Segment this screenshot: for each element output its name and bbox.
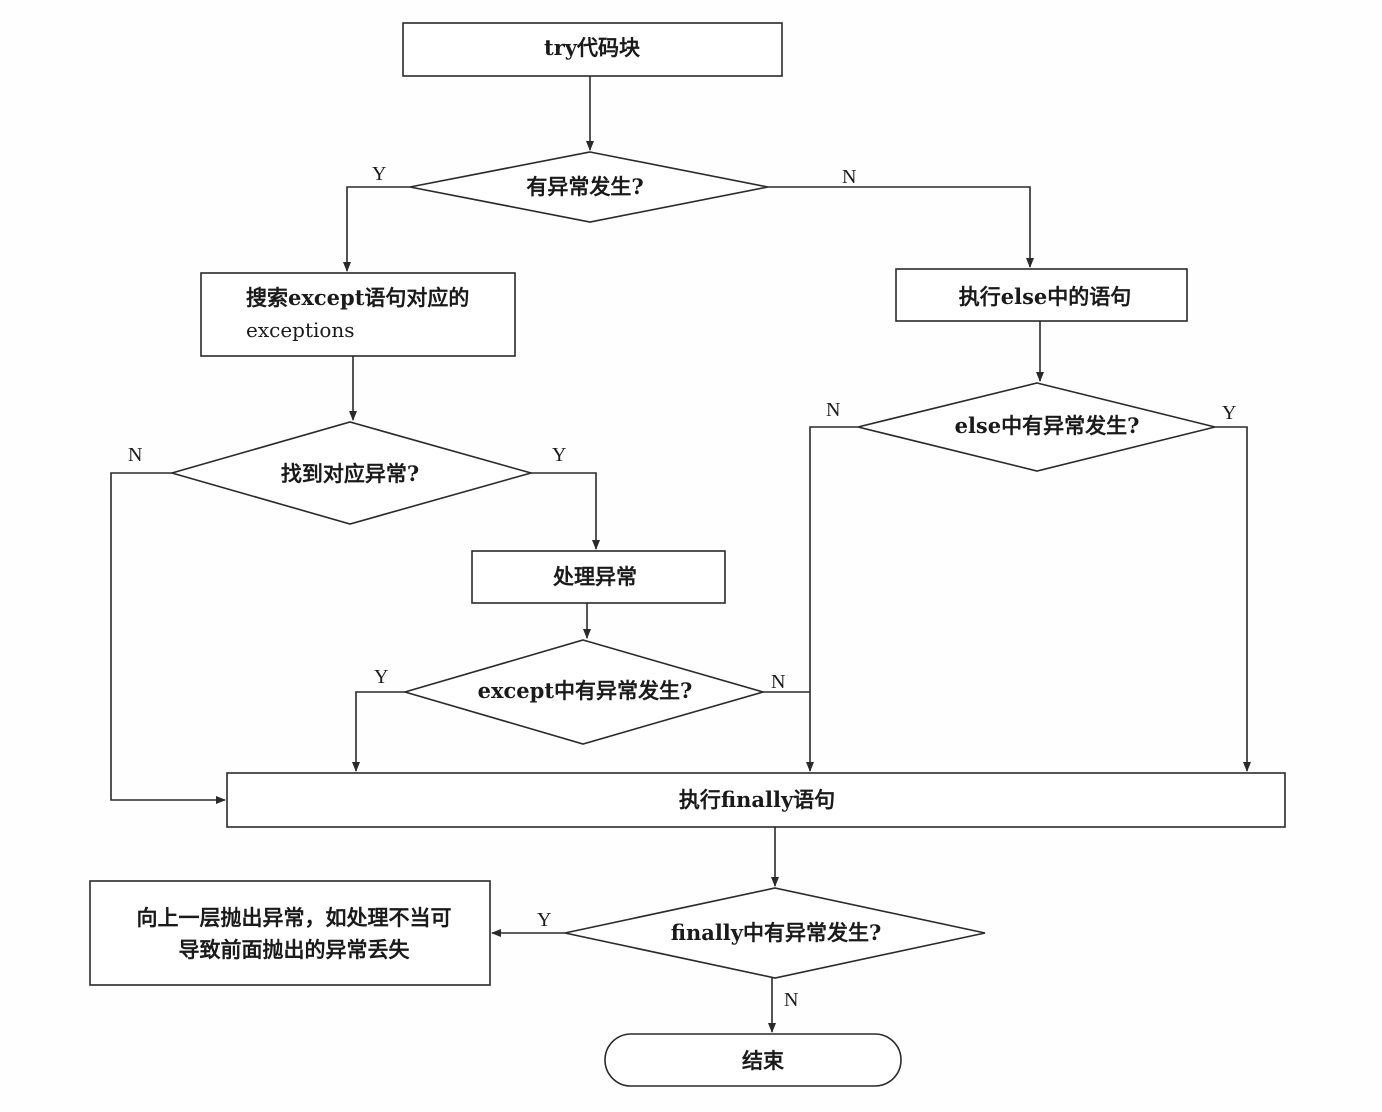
handle-exception-label: 处理异常 (552, 564, 637, 589)
raise-up-label-line2: 导致前面抛出的异常丢失 (179, 937, 411, 962)
finally-exception-label: finally中有异常发生? (671, 920, 882, 945)
except-exception-no-label: N (771, 671, 785, 693)
else-exception-label: else中有异常发生? (955, 413, 1140, 438)
else-exception-no-label: N (826, 399, 840, 421)
edge-has-exception-no (768, 186, 1034, 268)
else-exception-diamond (857, 382, 1216, 472)
try-block-box (402, 22, 783, 77)
edge-has-exception-yes (343, 186, 410, 272)
finally-exception-no-label: N (784, 989, 798, 1011)
has-exception-label: 有异常发生? (526, 174, 643, 199)
found-match-diamond (169, 421, 534, 525)
found-match-no-label: N (128, 444, 142, 466)
exec-else-label: 执行else中的语句 (959, 284, 1132, 309)
end-label: 结束 (742, 1048, 785, 1073)
found-match-label: 找到对应异常? (281, 461, 419, 486)
finally-exception-yes-label: Y (537, 909, 551, 931)
has-exception-yes-label: Y (372, 163, 386, 185)
raise-up-box (89, 880, 491, 986)
found-match-yes-label: Y (552, 444, 566, 466)
edge-else-no (806, 426, 858, 772)
exec-else-box (895, 268, 1188, 322)
except-exception-yes-label: Y (374, 666, 388, 688)
edge-found-yes (531, 472, 600, 550)
edge-found-no (110, 472, 226, 804)
finally-exception-diamond (564, 887, 986, 979)
edge-except-yes (352, 691, 405, 772)
exec-finally-box (226, 772, 1286, 828)
has-exception-no-label: N (842, 166, 856, 188)
handle-exception-box (471, 550, 726, 604)
end-terminal (604, 1033, 902, 1087)
try-block-label: try代码块 (544, 35, 641, 60)
raise-up-label-line1: 向上一层抛出异常，如处理不当可 (137, 905, 452, 930)
exec-finally-label: 执行finally语句 (679, 787, 835, 812)
search-except-label-line2: exceptions (246, 318, 355, 342)
search-except-box (200, 272, 516, 357)
else-exception-yes-label: Y (1222, 402, 1236, 424)
edge-else-yes (1215, 426, 1251, 772)
except-exception-diamond (402, 639, 766, 745)
except-exception-label: except中有异常发生? (478, 678, 693, 703)
search-except-label-line1: 搜索except语句对应的 (246, 285, 469, 310)
has-exception-diamond (409, 151, 769, 223)
